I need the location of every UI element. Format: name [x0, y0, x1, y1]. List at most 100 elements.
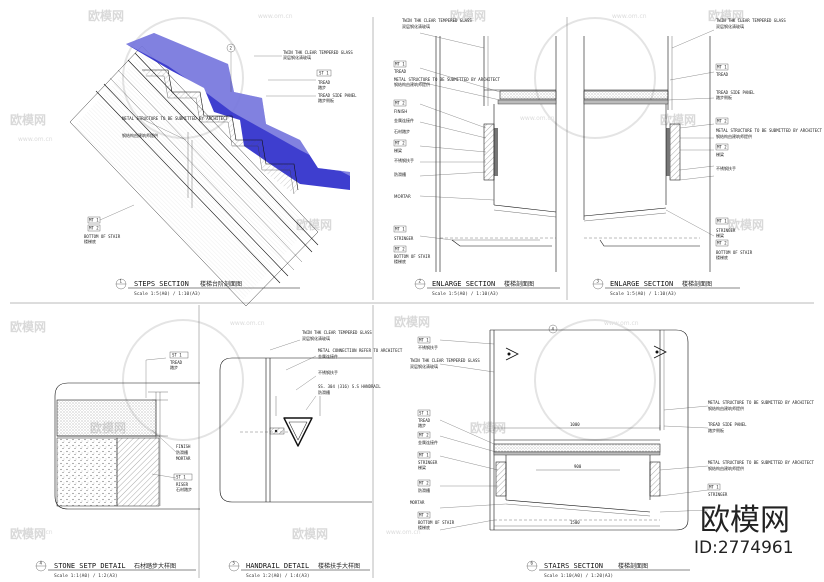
title-5-cn: 楼梯扶手大样图 [318, 562, 360, 570]
concrete-core [56, 437, 118, 507]
title-block-1: 1 STEPS SECTION 楼梯台阶剖面图 Scale 1:5(A0) / … [115, 279, 300, 297]
note-metal-struct: METAL STRUCTURE TO BE SUBMITTED BY ARCHI… [122, 116, 229, 121]
p6-tag-mt1: MT 1 [419, 338, 429, 343]
p2-tag-mt2b: MT 2 [395, 141, 405, 146]
panel-handrail-detail: TWIN THK CLEAR TEMPERED GLASS 双层钢化清玻璃 ME… [219, 330, 403, 503]
title-4-num: 4 [40, 561, 43, 566]
p4-note-tread-cn: 踏步 [170, 364, 178, 370]
p2-note-bottom-cn: 楼梯底 [394, 258, 406, 264]
note-bottom-stair: BOTTOM OF STAIR [84, 234, 121, 239]
p5-note-glass-cn: 双层钢化清玻璃 [302, 335, 330, 341]
brand-name: 欧模网 [700, 503, 790, 538]
sheet-frames [10, 17, 814, 578]
p6-note-bottom-cn: 楼梯底 [418, 524, 430, 530]
p2-tag-mt1b: MT 1 [395, 227, 405, 232]
watermark-brand: 欧模网 [88, 8, 124, 23]
p2-note-cn3: 不锈钢扶手 [394, 157, 414, 163]
p4-note-riser-cn: 石材踏步 [176, 486, 192, 492]
title-2-scale: Scale 1:5(A0) / 1:10(A3) [432, 291, 498, 297]
title-6-scale: Scale 1:10(A0) / 1:20(A3) [544, 573, 613, 579]
watermark-url: www.om.cn [604, 320, 639, 327]
p6-note-cn3: 防滑槽 [418, 487, 430, 493]
title-block-5: 5 HANDRAIL DETAIL 楼梯扶手大样图 Scale 1:2(A0) … [228, 561, 370, 579]
p6-dim-b: 1500 [570, 520, 580, 525]
p2-note-metal: METAL STRUCTURE TO BE SUBMITTED BY ARCHI… [394, 77, 501, 82]
p6-marker-num: 4 [552, 327, 555, 332]
tag-mt2: MT 2 [89, 226, 99, 231]
panel-enlarge-section-b: TWIN THK CLEAR TEMPERED GLASS 双层钢化清玻璃 MT… [583, 18, 823, 272]
title-1-cn: 楼梯台阶剖面图 [200, 280, 242, 288]
p3-tag-mt2c: MT 2 [717, 241, 727, 246]
p6-note-metal2: METAL STRUCTURE TO BE SUBMITTED BY ARCHI… [708, 460, 815, 465]
note-tread-side-cn: 踏步侧板 [318, 97, 334, 103]
p3-note-bottom: BOTTOM OF STAIR [716, 250, 753, 255]
p2-tag-mt2: MT 2 [395, 101, 405, 106]
watermark-brand: 欧模网 [470, 420, 506, 435]
p4-note-cn4: 防滑槽 [176, 449, 188, 455]
title-1-scale: Scale 1:5(A0) / 1:10(A3) [134, 291, 200, 297]
p3-note-cn1: 不锈钢扶手 [716, 165, 736, 171]
p5-note-cn1: 金属连接件 [318, 353, 338, 359]
panel-stairs-section: 4 1000 1500 900 [410, 324, 815, 531]
note-metal-struct-cn: 钢结构由建筑师提供 [122, 132, 158, 138]
p5-note-cn2: 不锈钢扶手 [318, 369, 338, 375]
p6-note-metal2-cn: 钢结构由建筑师提供 [708, 465, 744, 471]
p6-tag-st1: ST 1 [419, 411, 429, 416]
p3-note-stringer: 梯梁 [716, 151, 724, 157]
p4-note-finish: FINISH [176, 444, 191, 449]
note-tread-cn: 踏步 [318, 84, 326, 90]
watermark-brand: 欧模网 [10, 112, 46, 127]
title-block-3: 3 ENLARGE SECTION 楼梯剖面图 Scale 1:5(A0) / … [592, 279, 740, 297]
p6-note-bottom: BOTTOM OF STAIR [418, 520, 455, 525]
p3-note-glass-cn: 双层钢化清玻璃 [716, 23, 744, 29]
watermark-url: www.om.cn [520, 115, 555, 122]
p2-note-mortar: MORTAR [394, 194, 411, 199]
p6-note-glass-cn: 双层钢化清玻璃 [410, 363, 438, 369]
p6-tread [493, 443, 661, 453]
p6-tag-mt2b: MT 2 [419, 481, 429, 486]
p6-note-tread-side-cn: 踏步侧板 [708, 427, 724, 433]
p3-tag-mt1b: MT 1 [717, 219, 727, 224]
title-5-en: HANDRAIL DETAIL [246, 562, 309, 570]
p2-note-stringer: 梯梁 [394, 147, 402, 153]
title-3-scale: Scale 1:5(A0) / 1:10(A3) [610, 291, 676, 297]
p6-note-cn2: 金属连接件 [418, 439, 438, 445]
p2-note-cn4: 防滑槽 [394, 171, 406, 177]
p6-tag-mt1c: MT 1 [709, 485, 719, 490]
p2-note-glass: TWIN THK CLEAR TEMPERED GLASS [402, 18, 472, 23]
handrail-profile [283, 417, 313, 447]
p6-note-stringer2: STRINGER [708, 492, 728, 497]
p4-note-riser: RISER [176, 482, 189, 487]
watermark-url: www.om.cn [18, 136, 53, 143]
title-6-en: STAIRS SECTION [544, 562, 603, 570]
watermark-brand: 欧模网 [660, 112, 696, 127]
watermark-brand: 欧模网 [292, 526, 328, 541]
p6-note-tread-cn: 踏步 [418, 422, 426, 428]
note-glass-cn: 双层钢化清玻璃 [283, 54, 311, 60]
brand-logo: 欧模网 ID:2774961 [694, 503, 794, 558]
panel-enlarge-section-a: TWIN THK CLEAR TEMPERED GLASS 双层钢化清玻璃 MT… [393, 18, 557, 272]
watermark-brand: 欧模网 [10, 526, 46, 541]
title-block-6: 6 STAIRS SECTION 楼梯剖面图 Scale 1:10(A0) / … [526, 561, 690, 579]
watermark-url: www.om.cn [612, 13, 647, 20]
p4-tag-st1b: ST 1 [176, 475, 186, 480]
p3-note-stringer-en: STRINGER [716, 228, 736, 233]
stone-tread [56, 399, 157, 437]
p6-note-tread: TREAD [418, 418, 431, 423]
p6-note-mortar: MORTAR [410, 500, 425, 505]
title-1-num: 1 [120, 279, 123, 284]
p6-dim-c: 900 [574, 464, 582, 469]
watermark-url: www.om.cn [258, 13, 293, 20]
p3-tag-mt2b: MT 2 [717, 145, 727, 150]
brand-id: ID:2774961 [694, 538, 794, 558]
note-glass: TWIN THK CLEAR TEMPERED GLASS [283, 50, 353, 55]
watermark-brand: 欧模网 [394, 314, 430, 329]
p4-note-mortar: MORTAR [176, 456, 191, 461]
title-3-en: ENLARGE SECTION [610, 280, 673, 288]
panel-stone-step-detail: ST 1 TREAD 踏步 FINISH 防滑槽 MORTAR ST 1 RIS… [54, 351, 200, 510]
title-6-cn: 楼梯剖面图 [618, 562, 648, 570]
note-bottom-stair-cn: 楼梯底 [84, 238, 96, 244]
title-2-en: ENLARGE SECTION [432, 280, 495, 288]
panel-1-marker-num: 2 [230, 46, 233, 51]
